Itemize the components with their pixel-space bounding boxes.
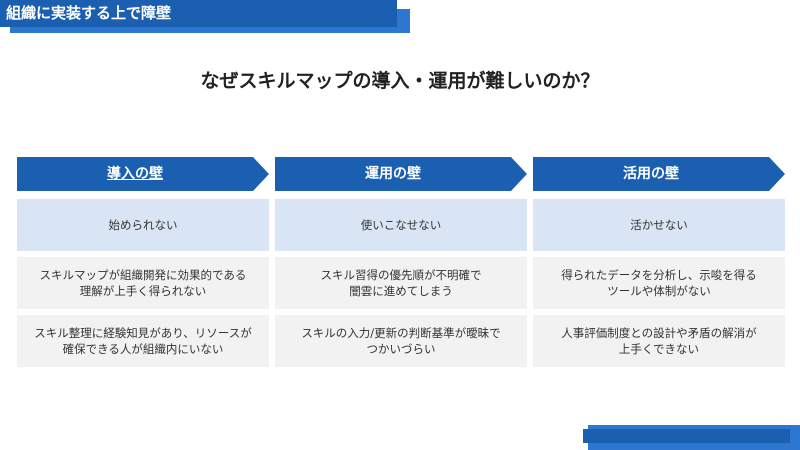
main-question: なぜスキルマップの導入・運用が難しいのか？ [200,70,600,92]
summary-cell: 使いこなせない [275,199,527,251]
column-header: 運用の壁 [275,157,527,191]
column-heading: 運用の壁 [365,166,421,182]
issue-cell: スキルの入力/更新の判断基準が曖昧で つかいづらい [275,315,527,367]
corner-decoration-front [583,429,790,443]
column-heading: 導入の壁 [107,166,163,182]
barrier-columns: 導入の壁 始められない スキルマップが組織開発に効果的である 理解が上手く得られ… [17,157,789,377]
slide-title: 組織に実装する上で障壁 [6,4,172,22]
column-header: 活用の壁 [533,157,785,191]
issue-cell: スキルマップが組織開発に効果的である 理解が上手く得られない [17,257,269,309]
column-header: 導入の壁 [17,157,269,191]
chevron-header-shape [17,157,269,191]
title-banner: 組織に実装する上で障壁 [0,0,397,27]
summary-cell: 始められない [17,199,269,251]
issue-cell: スキル整理に経験知見があり、リソースが 確保できる人が組織内にいない [17,315,269,367]
issue-cell: 得られたデータを分析し、示唆を得る ツールや体制がない [533,257,785,309]
column-operation: 運用の壁 使いこなせない スキル習得の優先順が不明確で 闇雲に進めてしまう スキ… [275,157,527,373]
summary-cell: 活かせない [533,199,785,251]
chevron-header-shape [275,157,527,191]
column-heading: 活用の壁 [623,166,679,182]
column-utilization: 活用の壁 活かせない 得られたデータを分析し、示唆を得る ツールや体制がない 人… [533,157,785,373]
issue-cell: 人事評価制度との設計や矛盾の解消が 上手くできない [533,315,785,367]
column-introduction: 導入の壁 始められない スキルマップが組織開発に効果的である 理解が上手く得られ… [17,157,269,373]
chevron-header-shape [533,157,785,191]
issue-cell: スキル習得の優先順が不明確で 闇雲に進めてしまう [275,257,527,309]
